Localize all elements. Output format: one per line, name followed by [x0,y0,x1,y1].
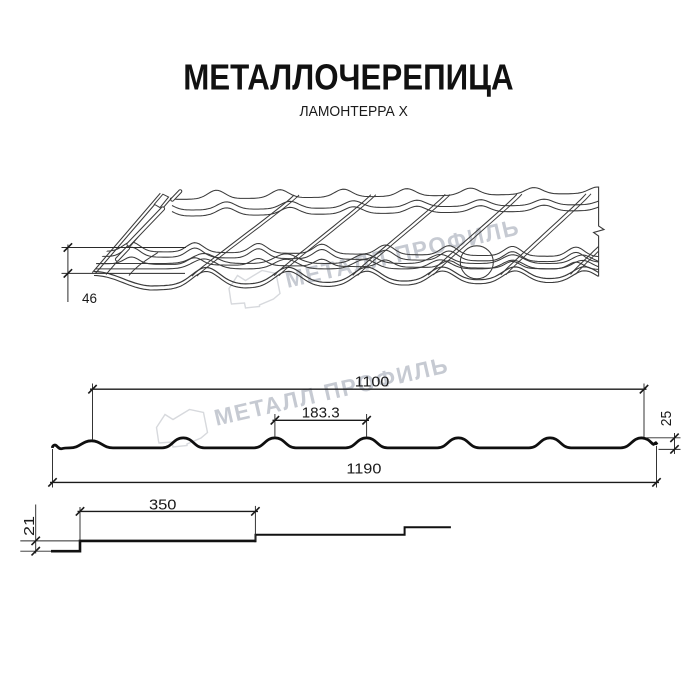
svg-text:1100: 1100 [355,374,390,391]
svg-text:МЕТАЛЛОЧЕРЕПИЦА: МЕТАЛЛОЧЕРЕПИЦА [183,57,513,98]
svg-text:25: 25 [658,411,675,427]
svg-text:21: 21 [21,516,38,536]
svg-text:ЛАМОНТЕРРА Х: ЛАМОНТЕРРА Х [300,104,409,120]
svg-text:350: 350 [149,496,177,513]
svg-text:183.3: 183.3 [302,404,340,421]
svg-text:1190: 1190 [346,461,381,478]
svg-text:46: 46 [82,290,97,306]
